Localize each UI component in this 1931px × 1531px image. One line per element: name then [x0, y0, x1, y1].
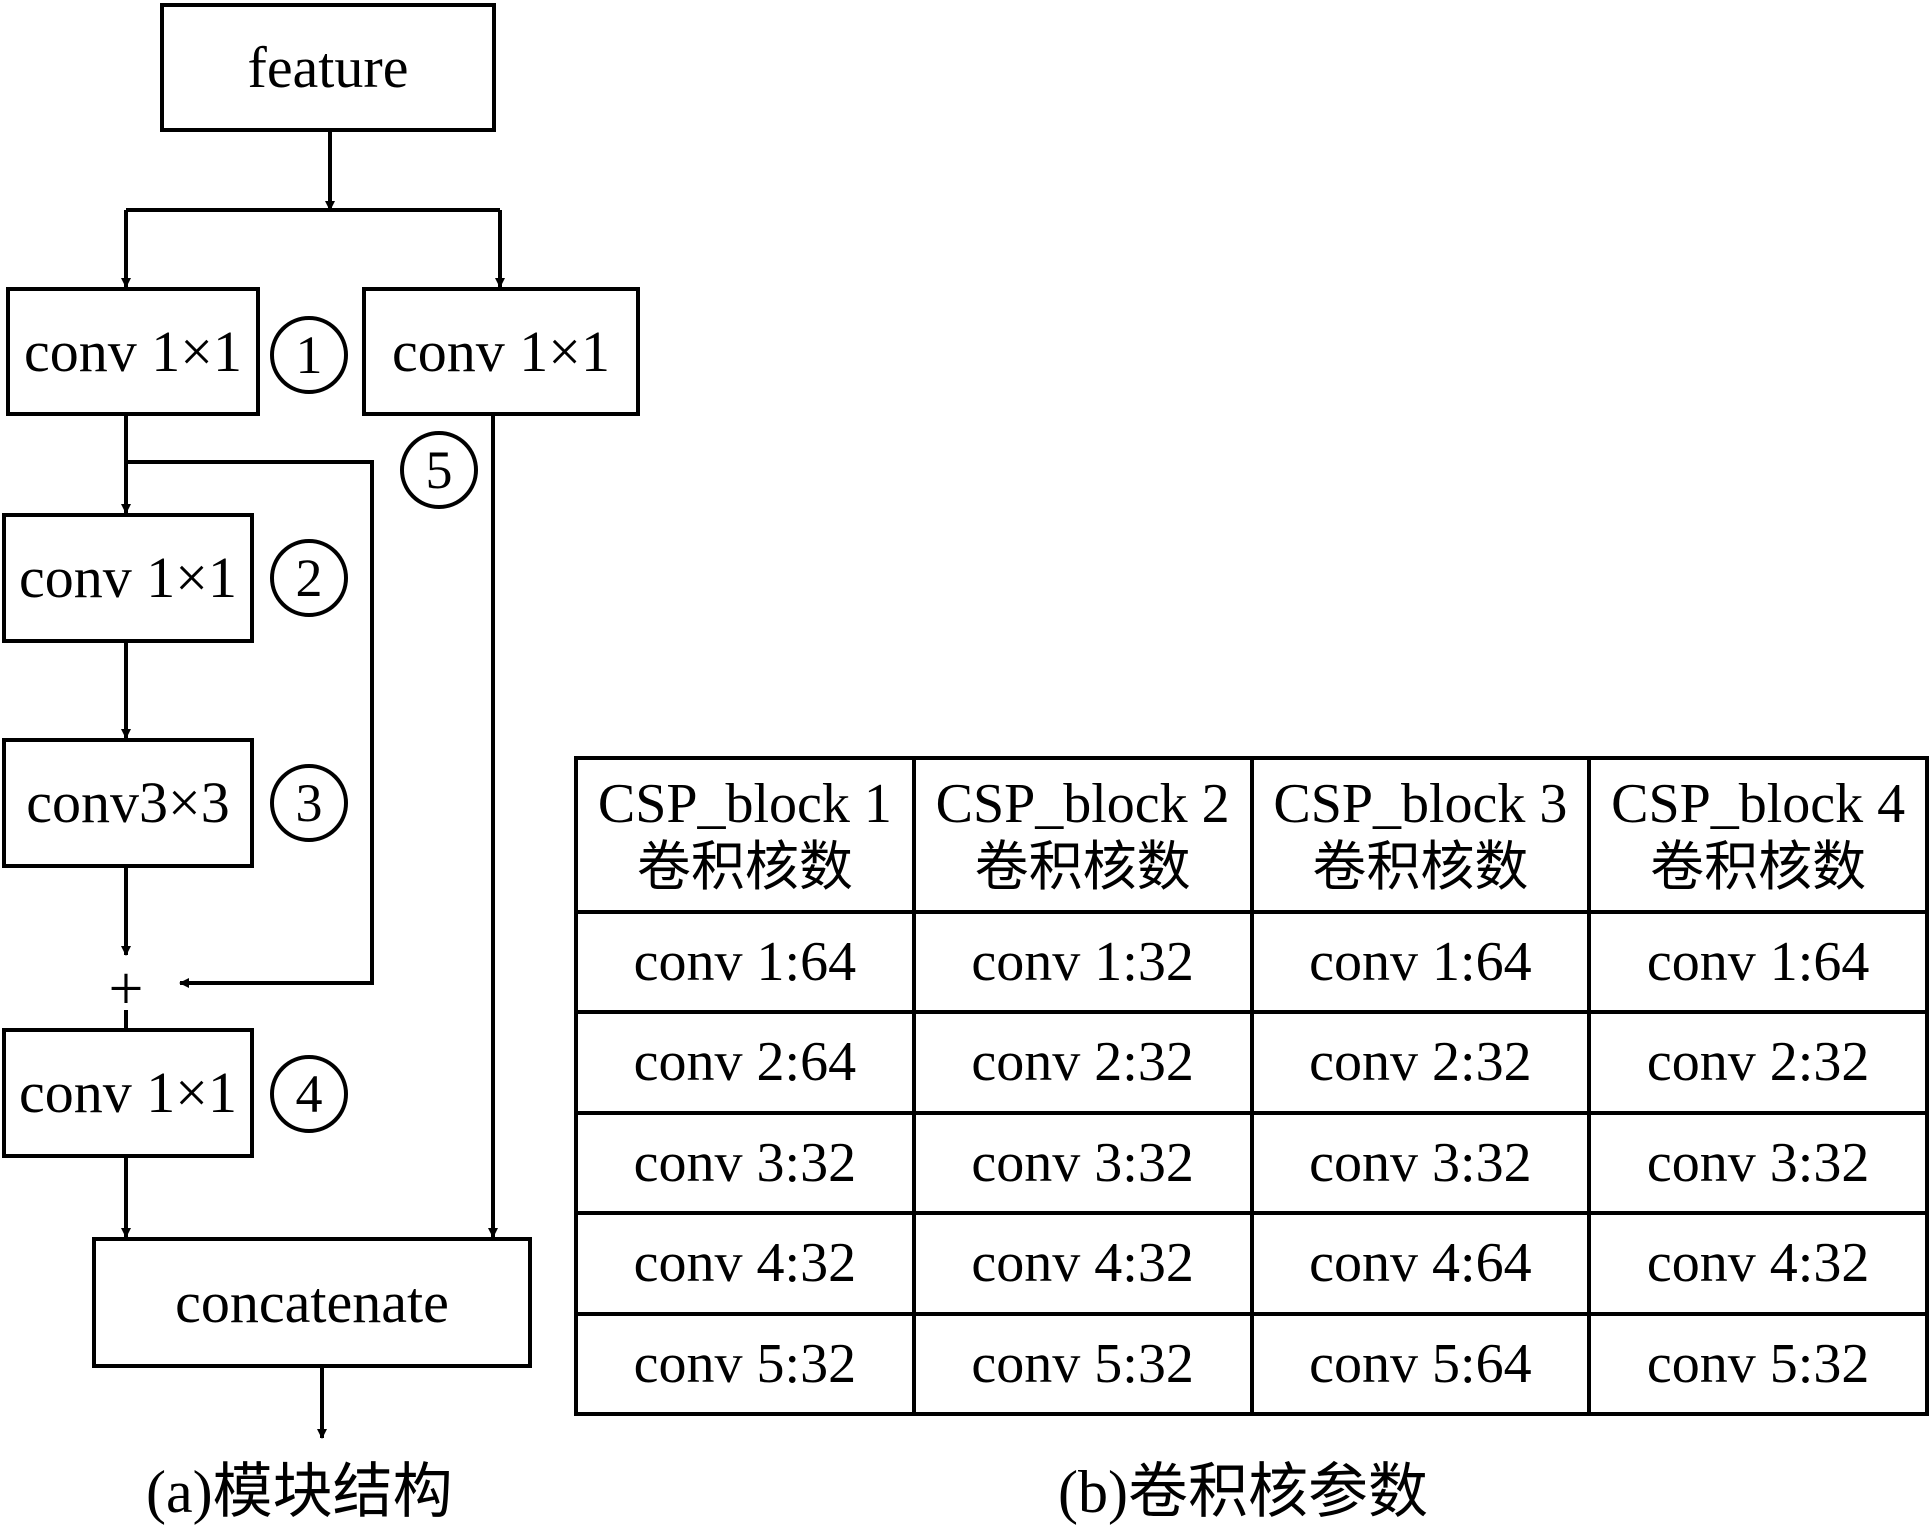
table-cell: conv 4:32	[1587, 1211, 1929, 1316]
header-csp-block-2: CSP_block 2 卷积核数	[911, 756, 1254, 914]
concatenate-label: concatenate	[175, 1269, 449, 1335]
marker-5: 5	[400, 431, 478, 509]
table-cell: conv 2:64	[574, 1010, 916, 1115]
table-cell: conv 5:32	[911, 1311, 1254, 1417]
table-cell: conv 5:32	[1587, 1311, 1929, 1417]
table-cell: conv 2:32	[911, 1010, 1254, 1115]
table-row: conv 2:64 conv 2:32 conv 2:32 conv 2:32	[574, 1010, 1929, 1115]
conv-box-5: conv 1×1	[362, 287, 640, 416]
caption-kernel-params: (b)卷积核参数	[1058, 1459, 1428, 1525]
table-cell: conv 1:64	[574, 909, 916, 1015]
marker-1: 1	[270, 316, 348, 394]
table-cell: conv 1:64	[1249, 909, 1592, 1015]
table-row: conv 3:32 conv 3:32 conv 3:32 conv 3:32	[574, 1110, 1929, 1216]
add-symbol: +	[108, 955, 144, 1023]
table-cell: conv 4:32	[574, 1211, 916, 1316]
marker-4: 4	[270, 1055, 348, 1133]
conv-box-3-label: conv3×3	[26, 770, 230, 835]
table-row: conv 5:32 conv 5:32 conv 5:64 conv 5:32	[574, 1311, 1929, 1417]
kernel-param-table: CSP_block 1 卷积核数 CSP_block 2 卷积核数 CSP_bl…	[574, 756, 1929, 1417]
table-cell: conv 2:32	[1587, 1010, 1929, 1115]
table-cell: conv 3:32	[574, 1110, 916, 1216]
feature-label: feature	[247, 34, 409, 100]
conv-box-1-label: conv 1×1	[24, 318, 242, 384]
header-csp-block-4: CSP_block 4 卷积核数	[1587, 756, 1929, 914]
conv-box-1: conv 1×1	[6, 287, 260, 416]
table-row: conv 1:64 conv 1:32 conv 1:64 conv 1:64	[574, 909, 1929, 1015]
table-cell: conv 1:32	[911, 909, 1254, 1015]
conv-box-3: conv3×3	[2, 738, 254, 868]
marker-3: 3	[270, 764, 348, 842]
caption-module-structure: (a)模块结构	[146, 1459, 453, 1525]
table-cell: conv 5:64	[1249, 1311, 1592, 1417]
conv-box-2: conv 1×1	[2, 513, 254, 643]
table-cell: conv 3:32	[911, 1110, 1254, 1216]
table-cell: conv 4:32	[911, 1211, 1254, 1316]
table-cell: conv 1:64	[1587, 909, 1929, 1015]
table-row: conv 4:32 conv 4:32 conv 4:64 conv 4:32	[574, 1211, 1929, 1316]
concatenate-box: concatenate	[92, 1237, 532, 1368]
table-cell: conv 4:64	[1249, 1211, 1592, 1316]
conv-box-5-label: conv 1×1	[392, 318, 610, 384]
conv-box-4-label: conv 1×1	[19, 1060, 237, 1125]
conv-box-2-label: conv 1×1	[19, 545, 237, 610]
feature-box: feature	[160, 3, 496, 132]
table-cell: conv 2:32	[1249, 1010, 1592, 1115]
table-cell: conv 5:32	[574, 1311, 916, 1417]
header-csp-block-3: CSP_block 3 卷积核数	[1249, 756, 1592, 914]
residual-shortcut	[126, 460, 374, 988]
table-header-row: CSP_block 1 卷积核数 CSP_block 2 卷积核数 CSP_bl…	[574, 756, 1929, 914]
header-csp-block-1: CSP_block 1 卷积核数	[574, 756, 916, 914]
conv-box-4: conv 1×1	[2, 1028, 254, 1158]
table-cell: conv 3:32	[1249, 1110, 1592, 1216]
table-cell: conv 3:32	[1587, 1110, 1929, 1216]
marker-2: 2	[270, 539, 348, 617]
